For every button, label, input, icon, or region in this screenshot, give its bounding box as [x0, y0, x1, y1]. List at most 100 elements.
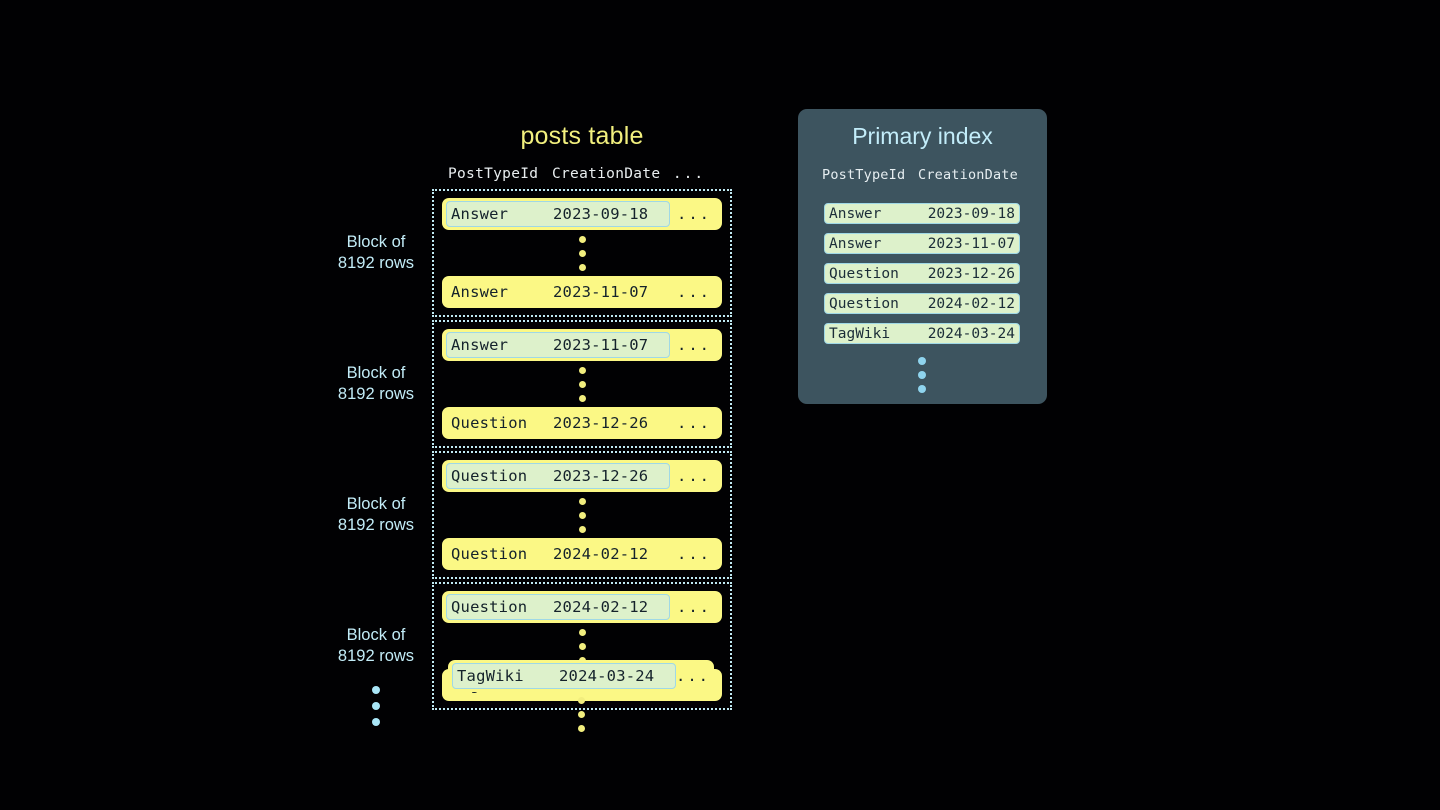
- block-label-line1: Block of: [346, 233, 406, 251]
- cell-more: ...: [677, 467, 711, 485]
- cell-posttypeid: Answer: [829, 205, 882, 222]
- cell-more: ...: [677, 414, 711, 432]
- dot-icon: [918, 371, 926, 379]
- primary-index-panel: Primary index PostTypeId CreationDate An…: [798, 109, 1047, 404]
- cell-more: ...: [677, 336, 711, 354]
- cell-creationdate: 2023-12-26: [927, 265, 1015, 282]
- table-continuation-dots: [448, 697, 714, 732]
- block-label-line1: Block of: [346, 364, 406, 382]
- cell-posttypeid: Question: [829, 265, 899, 282]
- column-header-creationdate: CreationDate: [552, 166, 661, 182]
- row-key-cells: Answer 2023-11-07: [446, 279, 670, 305]
- block-label: Block of 8192 rows: [296, 363, 456, 405]
- cell-posttypeid: Question: [451, 545, 528, 563]
- index-row: Question 2024-02-12: [824, 293, 1020, 314]
- dot-icon: [578, 249, 586, 257]
- block-label-line2: 8192 rows: [337, 254, 415, 272]
- dot-icon: [578, 366, 586, 374]
- cell-posttypeid: Answer: [451, 336, 509, 354]
- cell-posttypeid: Question: [451, 467, 528, 485]
- block-of-rows: Answer 2023-11-07... Question 2023-12-26...: [432, 320, 732, 448]
- cell-creationdate: 2024-03-24: [559, 667, 655, 685]
- posts-table-column-headers: PostTypeId CreationDate ...: [448, 166, 714, 182]
- row-key-cells: TagWiki 2024-03-24: [452, 663, 676, 689]
- cell-posttypeid: Question: [451, 598, 528, 616]
- row-key-cells: Question 2024-02-12: [446, 594, 670, 620]
- block-label-line1: Block of: [346, 495, 406, 513]
- cell-posttypeid: Question: [451, 414, 528, 432]
- cell-creationdate: 2024-02-12: [553, 598, 649, 616]
- index-row: Question 2023-12-26: [824, 263, 1020, 284]
- dot-icon: [918, 357, 926, 365]
- row-continuation-dots: [442, 230, 722, 276]
- cell-more: ...: [677, 205, 711, 223]
- cell-creationdate: 2023-11-07: [553, 283, 649, 301]
- table-row: Question 2023-12-26...: [442, 407, 722, 439]
- dot-icon: [372, 702, 380, 710]
- dot-icon: [578, 511, 586, 519]
- cell-more: ...: [677, 598, 711, 616]
- dot-icon: [578, 394, 586, 402]
- column-header-creationdate: CreationDate: [918, 167, 1018, 183]
- cell-creationdate: 2024-02-12: [927, 295, 1015, 312]
- cell-creationdate: 2023-09-18: [553, 205, 649, 223]
- dot-icon: [578, 525, 586, 533]
- posts-table-title: posts table: [520, 122, 644, 150]
- primary-index-column-headers: PostTypeId CreationDate: [822, 167, 1024, 183]
- dot-icon: [578, 235, 586, 243]
- table-row: Answer 2023-11-07...: [442, 276, 722, 308]
- dot-icon: [577, 711, 585, 718]
- cell-posttypeid: TagWiki: [829, 325, 891, 342]
- dot-icon: [918, 385, 926, 393]
- dot-icon: [578, 628, 586, 636]
- block-label-line2: 8192 rows: [337, 385, 415, 403]
- dot-icon: [578, 263, 586, 271]
- row-continuation-dots: [442, 361, 722, 407]
- block-label: Block of 8192 rows: [296, 625, 456, 667]
- cell-creationdate: 2023-12-26: [553, 414, 649, 432]
- block-label: Block of 8192 rows: [296, 494, 456, 536]
- column-header-posttypeid: PostTypeId: [448, 166, 539, 182]
- block-label-line1: Block of: [346, 626, 406, 644]
- cell-posttypeid: TagWiki: [457, 667, 524, 685]
- dot-icon: [578, 380, 586, 388]
- cell-creationdate: 2023-12-26: [553, 467, 649, 485]
- index-row: Answer 2023-09-18: [824, 203, 1020, 224]
- dot-icon: [578, 497, 586, 505]
- index-row: TagWiki 2024-03-24: [824, 323, 1020, 344]
- cell-more: ...: [677, 283, 711, 301]
- column-header-posttypeid: PostTypeId: [822, 167, 906, 183]
- row-key-cells: Question 2023-12-26: [446, 463, 670, 489]
- posts-table-tail-row: TagWiki 2024-03-24 ...: [448, 660, 714, 692]
- row-key-cells: Answer 2023-11-07: [446, 332, 670, 358]
- primary-index-continuation-dots: [824, 357, 1020, 393]
- cell-posttypeid: Question: [829, 295, 899, 312]
- cell-creationdate: 2023-11-07: [927, 235, 1015, 252]
- block-label-line2: 8192 rows: [337, 516, 415, 534]
- dot-icon: [372, 718, 380, 726]
- table-row: Answer 2023-11-07...: [442, 329, 722, 361]
- table-row: TagWiki 2024-03-24 ...: [448, 660, 714, 692]
- cell-creationdate: 2023-11-07: [553, 336, 649, 354]
- cell-posttypeid: Answer: [451, 283, 509, 301]
- cell-more: ...: [677, 545, 711, 563]
- block-label: Block of 8192 rows: [296, 232, 456, 274]
- block-label-line2: 8192 rows: [337, 647, 415, 665]
- dot-icon: [372, 686, 380, 694]
- blocks-continuation-dots: [336, 686, 416, 726]
- cell-creationdate: 2024-03-24: [927, 325, 1015, 342]
- cell-creationdate: 2023-09-18: [927, 205, 1015, 222]
- dot-icon: [578, 642, 586, 650]
- row-key-cells: Question 2023-12-26: [446, 410, 670, 436]
- table-row: Question 2024-02-12...: [442, 591, 722, 623]
